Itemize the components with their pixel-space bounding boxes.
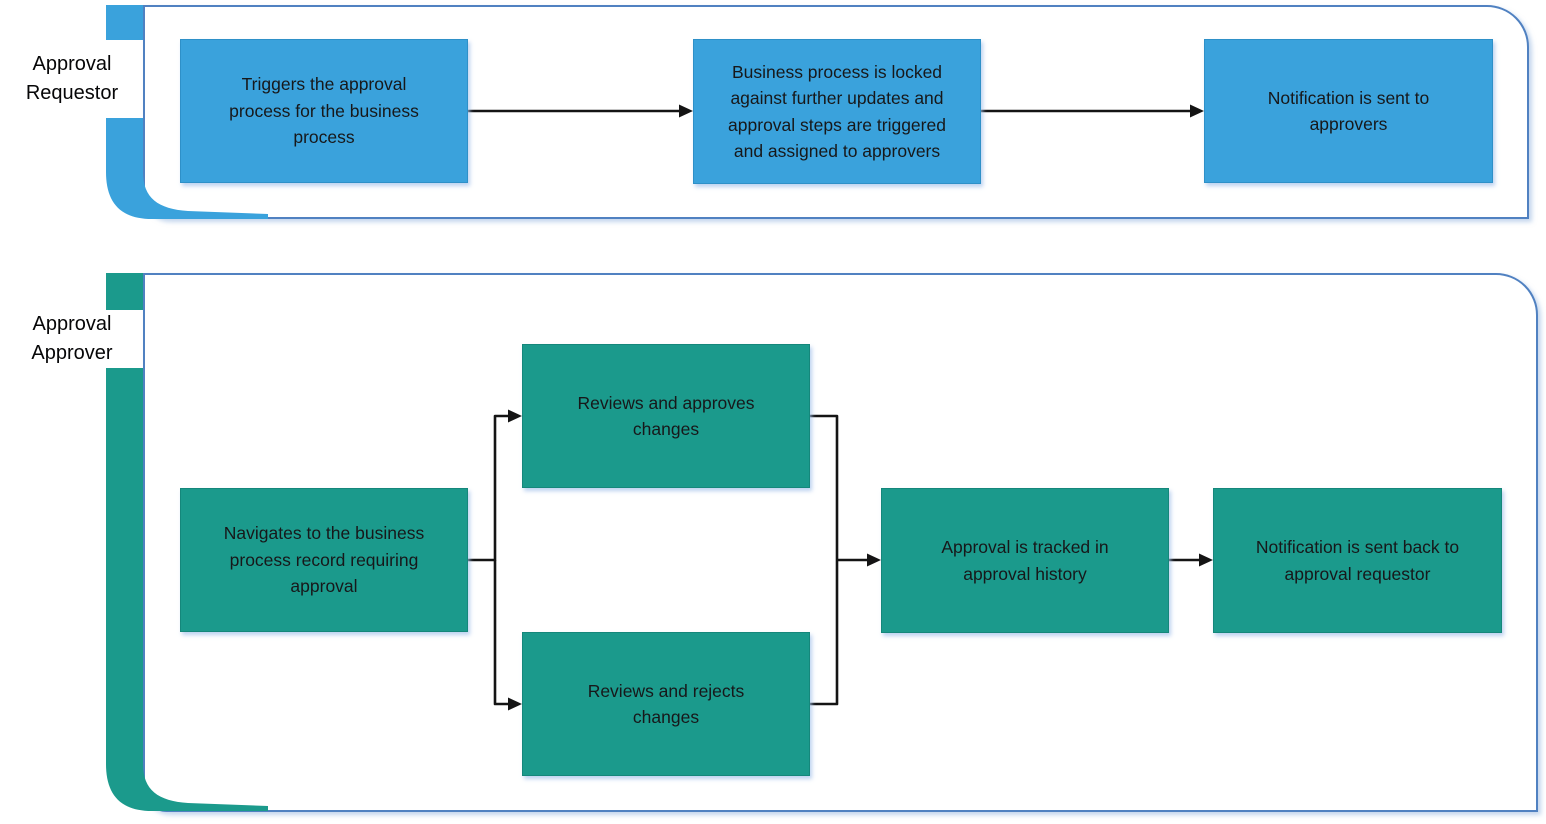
step-reviews-rejects: Reviews and rejects changes [522,632,810,776]
lane-label-approval-requestor: Approval Requestor [25,53,119,104]
step-approval-tracked: Approval is tracked in approval history [881,488,1169,633]
lane-label-approval-approver: Approval Approver [31,313,113,364]
step-notification-to-approvers: Notification is sent to approvers [1204,39,1493,183]
step-business-process-locked: Business process is locked against furth… [693,39,981,184]
step-triggers-approval-process: Triggers the approval process for the bu… [180,39,468,183]
step-navigates-to-record: Navigates to the business process record… [180,488,468,632]
requestor-lane-tab-top [106,5,143,40]
step-notification-back-to-requestor: Notification is sent back to approval re… [1213,488,1502,633]
approver-lane-tab-top [106,273,143,310]
step-reviews-approves: Reviews and approves changes [522,344,810,488]
